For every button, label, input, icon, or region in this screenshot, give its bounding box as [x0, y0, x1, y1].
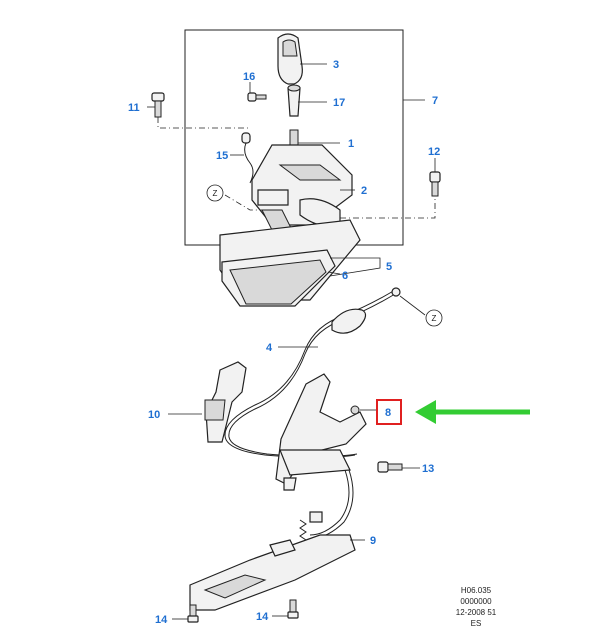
callout-5: 5 [386, 261, 392, 273]
shifter-housing [251, 129, 353, 231]
callout-2: 2 [361, 185, 367, 197]
callout-12: 12 [428, 146, 440, 158]
bulb-15 [241, 132, 254, 184]
callout-6: 6 [342, 270, 348, 282]
callout-11: 11 [128, 102, 140, 114]
screw-16 [247, 92, 267, 102]
green-arrow [415, 400, 530, 424]
ref-marker-z-lower: Z [425, 309, 443, 327]
callout-1: 1 [348, 138, 354, 150]
callout-15: 15 [216, 150, 228, 162]
bolt-13 [377, 461, 403, 473]
callout-7: 7 [432, 95, 438, 107]
bolt-11 [151, 92, 165, 118]
highlight-box [376, 399, 402, 425]
knob-insert [287, 84, 301, 117]
callout-10: 10 [148, 409, 160, 421]
callout-13: 13 [422, 463, 434, 475]
bolt-14-right [287, 599, 299, 619]
callout-8: 8 [385, 407, 391, 419]
doc-code-3: 12-2008 51 [456, 608, 497, 617]
doc-code-4: ES [471, 619, 482, 628]
callout-14-right: 14 [256, 611, 269, 623]
cable-clip [283, 477, 297, 491]
callout-4: 4 [266, 342, 273, 354]
callout-14-left: 14 [155, 614, 168, 626]
document-code-block: H06.035 0000000 12-2008 51 ES [456, 586, 497, 628]
screw-12 [429, 171, 441, 197]
mounting-bracket-9 [189, 534, 356, 611]
doc-code-1: H06.035 [461, 586, 492, 595]
selector-lever [275, 373, 367, 485]
gasket-plates [219, 219, 361, 307]
svg-text:Z: Z [432, 314, 437, 323]
callout-9: 9 [370, 535, 376, 547]
callout-16: 16 [243, 71, 255, 83]
callout-3: 3 [333, 59, 339, 71]
ref-marker-z-upper: Z [206, 184, 224, 202]
bolt-14-left [187, 604, 199, 623]
shift-knob [277, 33, 303, 85]
doc-code-2: 0000000 [460, 597, 492, 606]
callout-17: 17 [333, 97, 345, 109]
shift-cable [224, 287, 401, 540]
bracket-10 [204, 361, 247, 443]
svg-text:Z: Z [213, 189, 218, 198]
